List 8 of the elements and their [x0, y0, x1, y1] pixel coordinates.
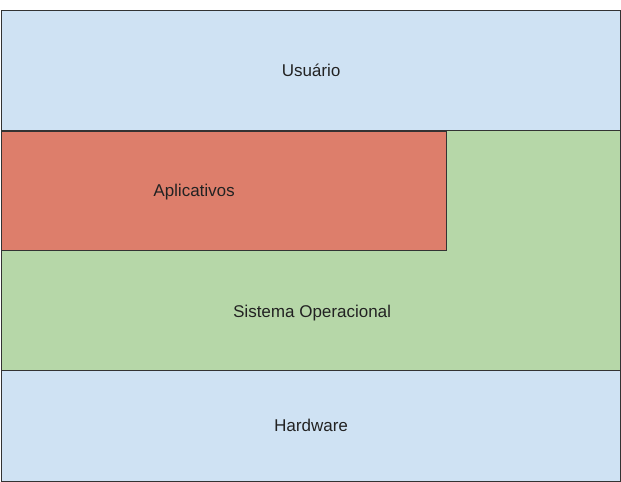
layer-band [1, 131, 621, 370]
layer-label: Hardware [274, 415, 348, 438]
layer-band [1, 131, 447, 251]
layer-band [1, 370, 621, 482]
layer-label: Aplicativos [153, 180, 235, 202]
layer-label: Usuário [282, 60, 340, 82]
layer-band [1, 10, 621, 131]
layer-label: Sistema Operacional [233, 300, 391, 322]
